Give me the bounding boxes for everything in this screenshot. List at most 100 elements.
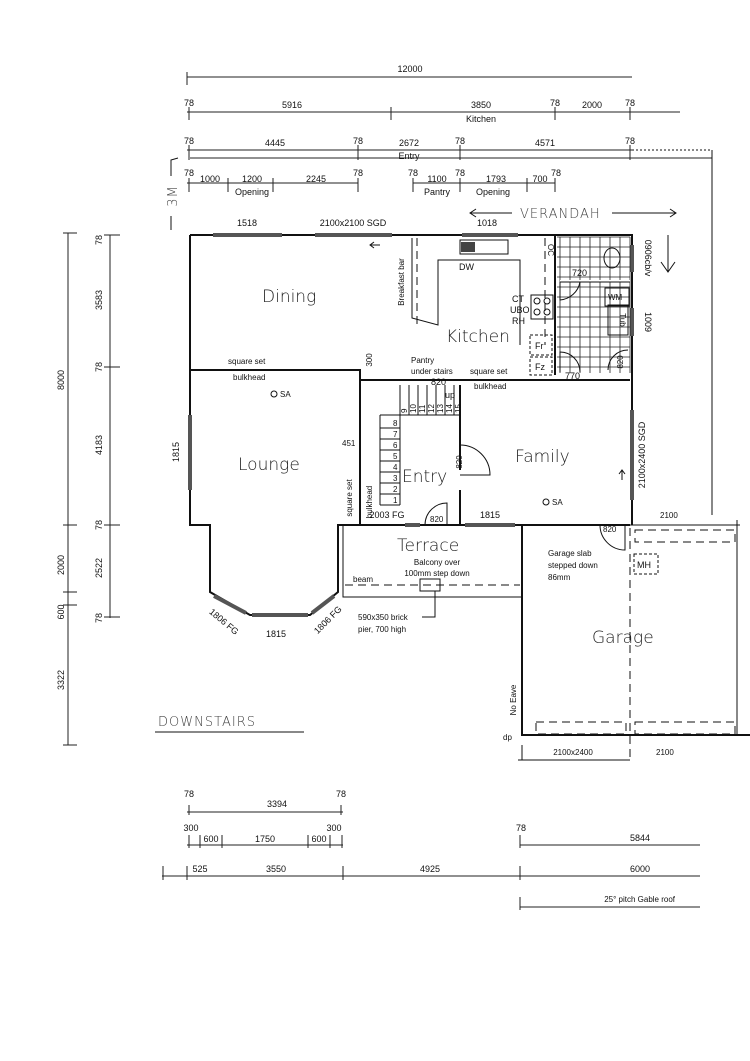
dim-label: 78 <box>551 168 561 178</box>
dim-label: 1000 <box>200 174 220 184</box>
note: under stairs <box>411 367 453 376</box>
stair-number: 4 <box>393 463 398 472</box>
door-label: 820 <box>455 455 464 469</box>
mh-label: MH <box>637 560 651 570</box>
smoke-alarm-icon <box>270 390 278 398</box>
dim-label: Entry <box>398 151 420 161</box>
dim-label: 3550 <box>266 864 286 874</box>
dim-label: 78 <box>184 168 194 178</box>
freezer-space <box>529 356 553 376</box>
note: pier, 700 high <box>358 625 406 634</box>
dim-label: 78 <box>94 520 104 530</box>
stair-number: 3 <box>393 474 398 483</box>
note: Balcony over <box>414 558 461 567</box>
dim-label: 78 <box>353 168 363 178</box>
dp-label: dp <box>503 733 512 742</box>
dim-label: 78 <box>184 789 194 799</box>
dim-label: Opening <box>235 187 269 197</box>
sa-label: SA <box>552 498 563 507</box>
stair-number: 12 <box>427 404 436 413</box>
note: 300 <box>365 353 374 367</box>
door-label: 820 <box>430 515 444 524</box>
dim-label: 5844 <box>630 833 650 843</box>
stair-number: 13 <box>436 404 445 413</box>
roof-note: 25° pitch Gable roof <box>604 895 676 904</box>
three-metre-note: 3M <box>166 157 181 230</box>
dim-label: 4445 <box>265 138 285 148</box>
stair-number: 15 <box>454 404 463 413</box>
note: bulkhead <box>474 382 506 391</box>
dim-label: 78 <box>94 235 104 245</box>
ct-label: CT <box>512 294 524 304</box>
stair-number: 1 <box>393 496 398 505</box>
fridge-space <box>529 334 553 356</box>
room-family: Family <box>515 447 570 467</box>
dim-label: 4925 <box>420 864 440 874</box>
room-garage: Garage <box>592 628 654 648</box>
fz-label: Fz <box>535 362 545 372</box>
door-label: 2100 <box>660 511 678 520</box>
front-door <box>424 502 448 526</box>
note: bulkhead <box>233 373 265 382</box>
stair-number: 5 <box>393 452 398 461</box>
stair-number: 14 <box>445 404 454 413</box>
top-dimensions: 12000 78 5916 3850 Kitchen 78 2000 78 78… <box>184 64 712 197</box>
dim-label: 1750 <box>255 834 275 844</box>
garage-door-label: 2100 <box>656 748 674 757</box>
bottom-dimensions: 78 3394 78 300 600 1750 600 300 78 5844 … <box>162 789 700 910</box>
stair-number: 7 <box>393 430 398 439</box>
stair-number: 8 <box>393 419 398 428</box>
plan-title: DOWNSTAIRS <box>158 715 256 730</box>
rh-label: RH <box>512 316 525 326</box>
window <box>310 594 336 615</box>
stair-number: 9 <box>400 408 409 413</box>
dim-label: 600 <box>311 834 326 844</box>
washing-machine <box>604 287 630 307</box>
dim-label: Kitchen <box>466 114 496 124</box>
room-lounge: Lounge <box>238 455 300 475</box>
dim-label: 525 <box>192 864 207 874</box>
dim-overall: 12000 <box>397 64 422 74</box>
arrow-icon <box>369 241 380 249</box>
note: Garage slab <box>548 549 592 558</box>
note: 100mm step down <box>404 569 469 578</box>
window-label: 1518 <box>237 218 257 228</box>
stair-number: 11 <box>418 404 427 413</box>
dim-label: 2522 <box>94 558 104 578</box>
window-label: 0906cb/v <box>643 240 653 277</box>
up-label: up <box>445 390 455 400</box>
door-swing <box>607 349 629 371</box>
dim-label: 78 <box>184 98 194 108</box>
garage-door-swing <box>599 524 626 551</box>
door-label: 820 <box>616 355 625 369</box>
window-label: 1815 <box>266 629 286 639</box>
door-swing <box>559 351 581 373</box>
dim-label: 2672 <box>399 138 419 148</box>
manhole <box>633 553 659 575</box>
note: square set <box>470 367 508 376</box>
beam-label: beam <box>353 575 373 584</box>
dim-label: 451 <box>342 439 356 448</box>
garage-door-label: 2100x2400 <box>553 748 593 757</box>
doors <box>424 444 626 551</box>
window-label: 1009 <box>643 312 653 332</box>
door-label: 720 <box>572 268 587 278</box>
tub <box>607 304 629 336</box>
dim-label: 78 <box>550 98 560 108</box>
wm-label: WM <box>608 293 623 302</box>
dim-label: 300 <box>183 823 198 833</box>
no-eave-label: No Eave <box>509 684 518 715</box>
dim-label: 3394 <box>267 799 287 809</box>
dim-label: 600 <box>203 834 218 844</box>
sa-label: SA <box>280 390 291 399</box>
windows <box>188 233 634 617</box>
sink <box>459 239 509 255</box>
dim-label: 78 <box>455 136 465 146</box>
window-label: 1018 <box>477 218 497 228</box>
window-label: 1815 <box>480 510 500 520</box>
dim-label: 700 <box>532 174 547 184</box>
door-label: 770 <box>565 371 580 381</box>
laundry-bathroom: 720 WM Tub 770 820 <box>557 236 631 381</box>
verandah-note: VERANDAH <box>469 207 677 273</box>
dim-label: 6000 <box>630 864 650 874</box>
